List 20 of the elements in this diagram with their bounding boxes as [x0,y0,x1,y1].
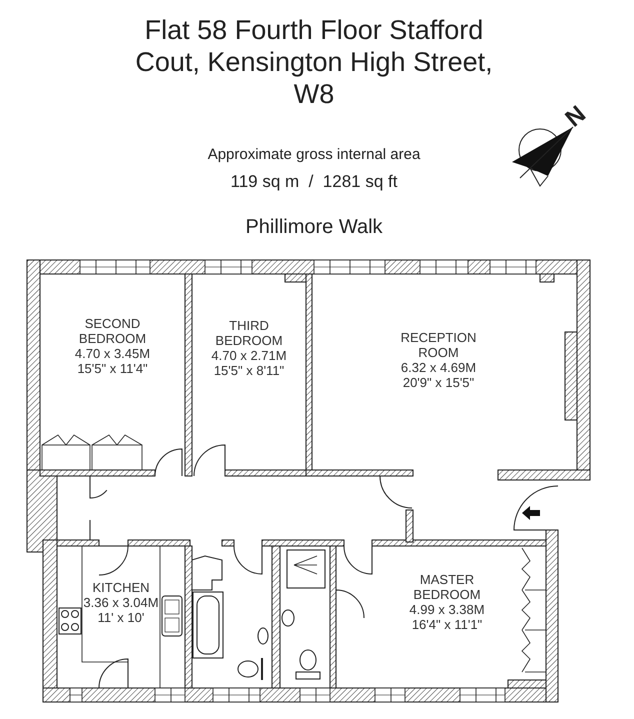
room-name: THIRD BEDROOM [214,318,284,348]
room-name: SECOND BEDROOM [78,316,148,346]
room-dimensions: 4.99 x 3.38M [409,602,485,617]
room-dimensions: 15'5" x 8'11" [214,363,284,378]
room-name: MASTER BEDROOM [412,572,482,602]
room-name: RECEPTION ROOM [400,330,478,360]
room-dimensions: 11' x 10' [98,610,144,625]
room-name: KITCHEN [92,580,150,595]
room-dimensions: 3.36 x 3.04M [83,595,159,610]
title: Flat 58 Fourth Floor Stafford Cout, Kensington High Street, W8 [134,14,494,110]
area-note: Approximate gross internal area [208,146,420,163]
room-dimensions: 15'5" x 11'4" [77,361,148,376]
room-dimensions: 16'4" x 11'1" [412,617,482,632]
room-dimensions: 4.70 x 2.71M [211,348,287,363]
north-label: N [560,100,592,134]
area-value: 119 sq m / 1281 sq ft [230,172,398,192]
room-dimensions: 4.70 x 3.45M [74,346,150,361]
room-dimensions: 6.32 x 4.69M [400,360,476,375]
room-dimensions: 20'9" x 15'5" [402,375,474,390]
street-name: Phillimore Walk [245,216,383,239]
